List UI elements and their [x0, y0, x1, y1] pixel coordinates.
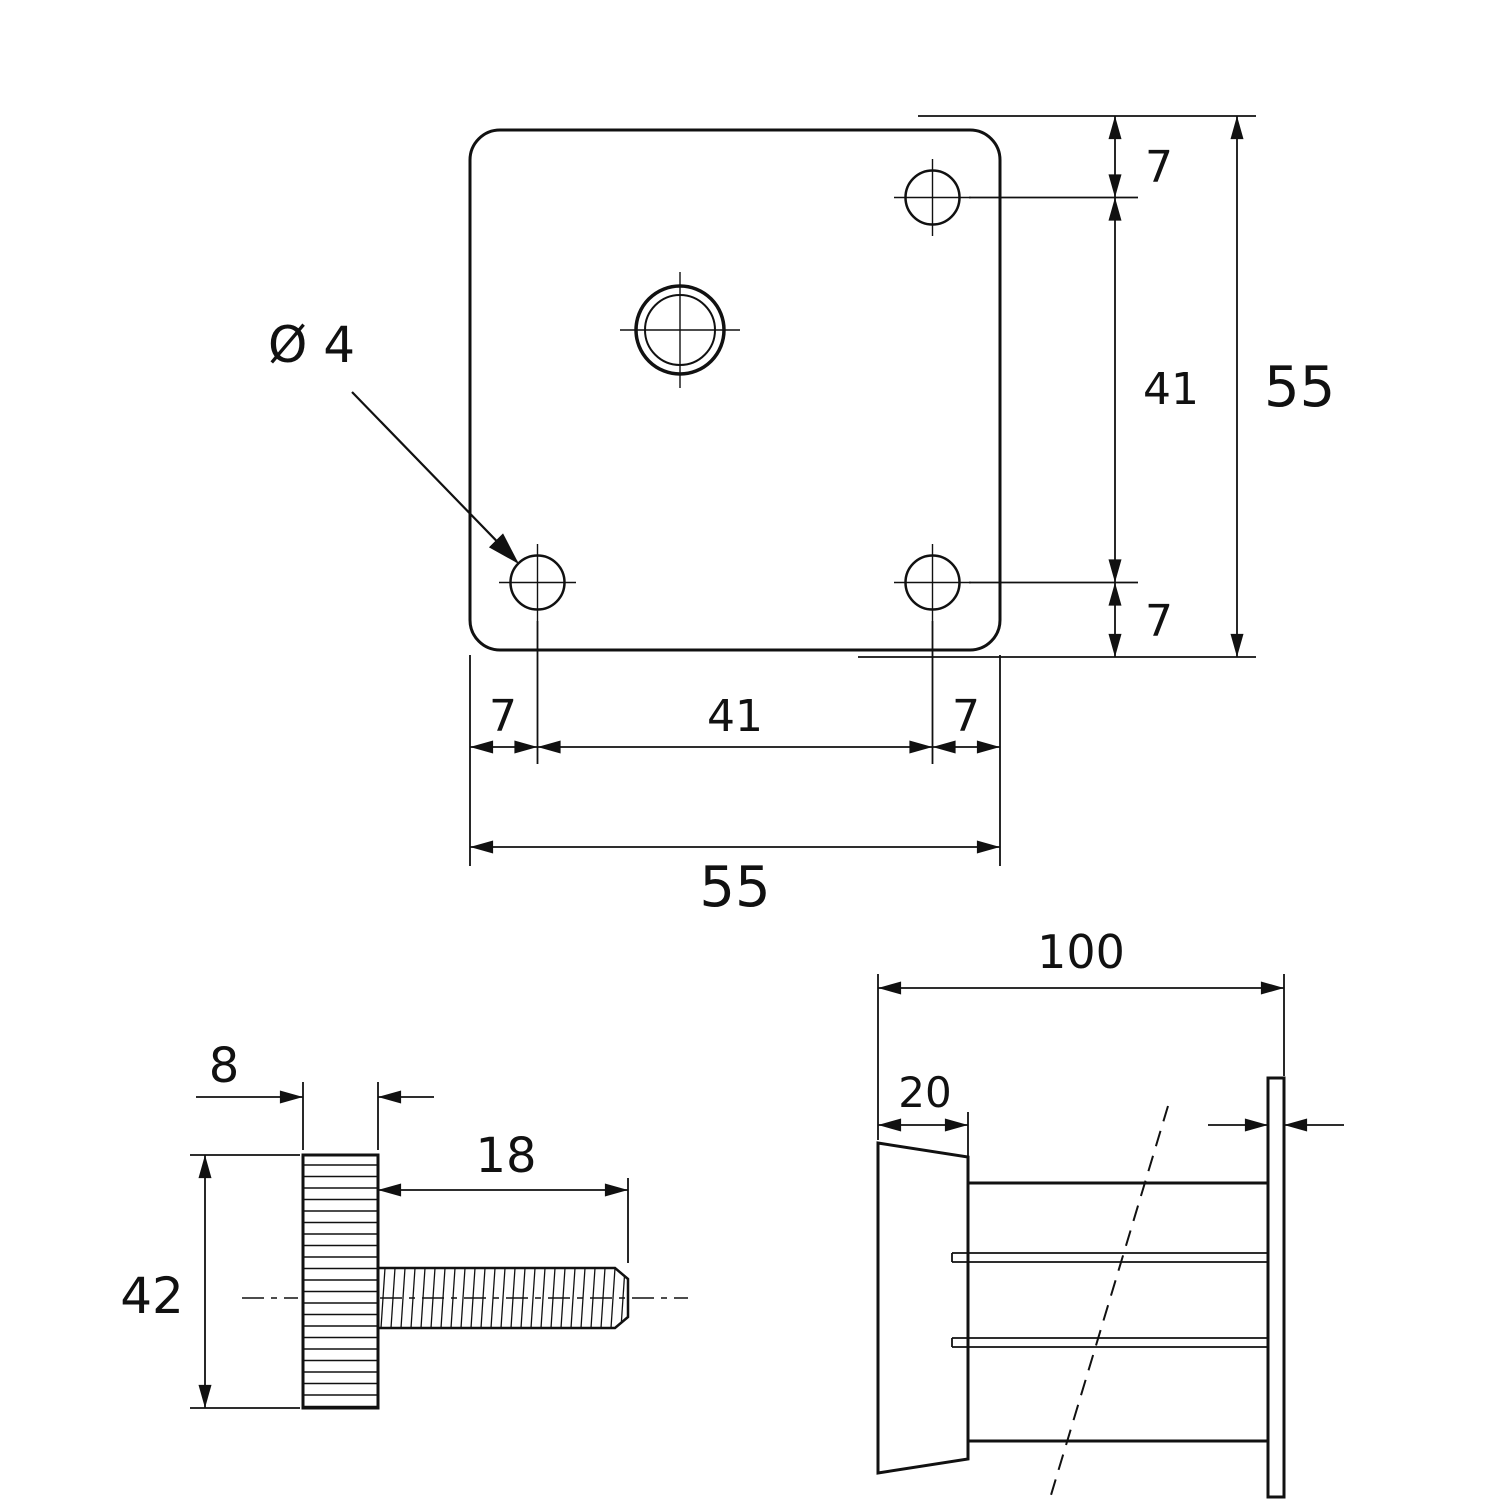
hole-diameter-label: Ø 4 — [268, 316, 355, 374]
dim-label-right-middle: 41 — [1143, 364, 1199, 415]
dim-label-thread-length: 18 — [475, 1128, 536, 1184]
knurled-head — [301, 1153, 380, 1410]
sleeve-flange — [1266, 1076, 1286, 1499]
plate-dimensions-bottom — [469, 621, 1001, 866]
dim-label-bottom-left: 7 — [489, 691, 517, 742]
dim-label-right-total: 55 — [1264, 355, 1335, 420]
sleeve-inner-slots — [951, 1252, 1268, 1348]
sleeve-side-view: 100 20 — [876, 925, 1344, 1500]
dim-label-total-length: 100 — [1037, 925, 1125, 979]
plate-top-view — [468, 128, 1002, 652]
leader-line — [351, 391, 519, 564]
sleeve-cone-body — [876, 1141, 970, 1475]
dim-label-cone-length: 20 — [898, 1068, 951, 1117]
dim-label-right-top: 7 — [1145, 142, 1173, 193]
dim-label-head-diameter: 42 — [120, 1267, 184, 1325]
dim-label-head-thickness: 8 — [209, 1038, 240, 1094]
dim-label-bottom-right: 7 — [952, 691, 980, 742]
threaded-shaft — [376, 1266, 630, 1330]
dim-label-bottom-total: 55 — [699, 855, 770, 920]
plate-outline — [468, 128, 1002, 652]
dim-label-bottom-middle: 41 — [707, 691, 763, 742]
dim-label-right-bottom: 7 — [1145, 596, 1173, 647]
plate-dimensions-right — [858, 115, 1256, 658]
sleeve-dimensions — [877, 974, 1344, 1178]
screw-dimensions — [190, 1082, 629, 1409]
break-line-diagonal — [1048, 1105, 1169, 1500]
thumb-screw-side-view: 8 18 42 — [120, 1038, 688, 1410]
hole-diameter-callout: Ø 4 — [268, 316, 519, 564]
